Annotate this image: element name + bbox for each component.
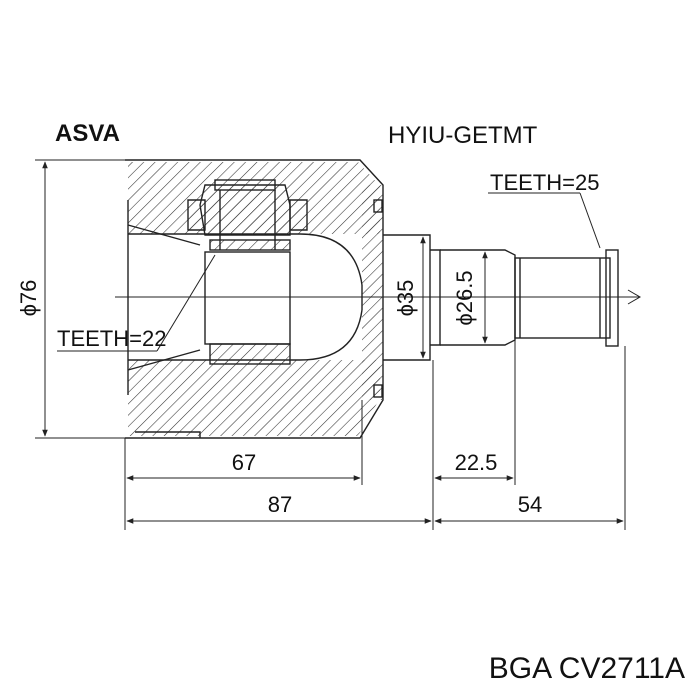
teeth25-label: TEETH=25 <box>490 170 599 195</box>
inner-race <box>187 179 308 365</box>
label-phi35: ϕ35 <box>393 280 418 317</box>
dim-phi76 <box>35 159 125 439</box>
label-67: 67 <box>232 450 256 475</box>
label-phi265: ϕ26.5 <box>452 270 477 325</box>
brand-label: ASVA <box>55 120 120 147</box>
label-phi76: ϕ76 <box>16 280 41 317</box>
dim-22-5 <box>434 340 516 485</box>
teeth22-label: TEETH=22 <box>57 326 166 351</box>
dim-67 <box>124 400 363 530</box>
model-code-label: HYIU-GETMT <box>388 122 538 149</box>
dim-54 <box>434 346 626 530</box>
leader-teeth22 <box>57 254 216 352</box>
leader-teeth25 <box>488 192 601 249</box>
part-reference-label: BGA CV2711A <box>489 652 685 685</box>
label-87: 87 <box>268 492 292 517</box>
dim-87 <box>126 360 434 530</box>
label-22-5: 22.5 <box>455 450 498 475</box>
label-54: 54 <box>518 492 542 517</box>
